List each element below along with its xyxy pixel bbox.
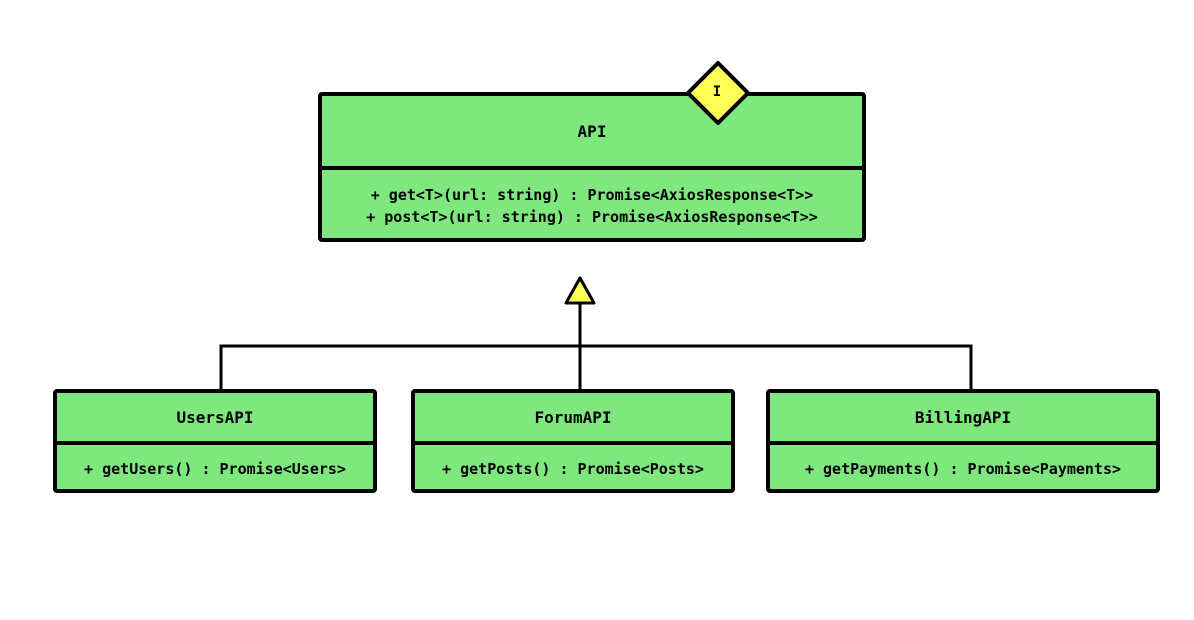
class-name: ForumAPI	[415, 393, 731, 445]
method-getpayments: + getPayments() : Promise<Payments>	[804, 460, 1122, 478]
interface-api-box[interactable]: API + get<T>(url: string) : Promise<Axio…	[318, 92, 866, 242]
method-getposts: + getPosts() : Promise<Posts>	[442, 460, 704, 478]
method-getusers: + getUsers() : Promise<Users>	[84, 460, 346, 478]
class-name: BillingAPI	[770, 393, 1156, 445]
interface-badge-icon	[686, 61, 750, 125]
realization-arrow-icon	[564, 276, 596, 305]
method-post: + post<T>(url: string) : Promise<AxiosRe…	[366, 208, 818, 226]
class-methods: + getPosts() : Promise<Posts>	[415, 445, 731, 493]
class-usersapi-box[interactable]: UsersAPI + getUsers() : Promise<Users>	[53, 389, 377, 493]
class-billingapi-box[interactable]: BillingAPI + getPayments() : Promise<Pay…	[766, 389, 1160, 493]
class-forumapi-box[interactable]: ForumAPI + getPosts() : Promise<Posts>	[411, 389, 735, 493]
method-get: + get<T>(url: string) : Promise<AxiosRes…	[370, 186, 814, 204]
connector-line	[219, 344, 973, 390]
class-methods: + getUsers() : Promise<Users>	[57, 445, 373, 493]
interface-methods: + get<T>(url: string) : Promise<AxiosRes…	[322, 170, 862, 242]
interface-badge-label: I	[712, 84, 722, 100]
class-name: UsersAPI	[57, 393, 373, 445]
class-methods: + getPayments() : Promise<Payments>	[770, 445, 1156, 493]
interface-name: API	[322, 96, 862, 170]
